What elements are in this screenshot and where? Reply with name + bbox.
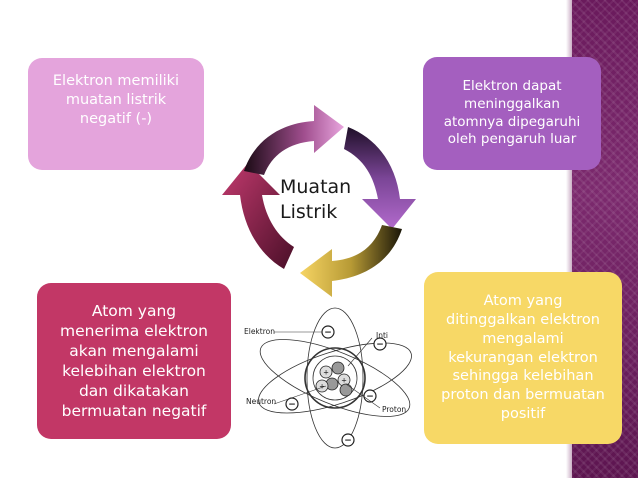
neutron-particle xyxy=(331,361,345,375)
electron-sign: − xyxy=(344,436,352,446)
center-label: Muatan Listrik xyxy=(280,175,351,225)
cycle-arrow-purple xyxy=(344,127,416,229)
atom-orbit-1 xyxy=(258,342,412,414)
electron-particle xyxy=(341,433,355,447)
atom-orbit-2 xyxy=(259,339,411,417)
cycle-arrow-magenta xyxy=(222,163,294,269)
cycle-arrows xyxy=(222,105,416,297)
inti-pointer xyxy=(347,337,373,367)
atom-shell-inner xyxy=(312,355,358,401)
atom-orbit-3 xyxy=(306,307,364,449)
box-elektron-meninggalkan-text: Elektron dapat meninggalkan atomnya dipe… xyxy=(443,78,581,148)
electron-sign: − xyxy=(376,340,384,350)
box-atom-bermuatan-positif: Atom yang ditinggalkan elektron mengalam… xyxy=(424,272,622,444)
box-elektron-negatif-text: Elektron memiliki muatan listrik negatif… xyxy=(52,73,180,127)
electron-sign: − xyxy=(324,328,332,338)
atom-label-elektron: Elektron xyxy=(244,327,275,336)
center-label-line1: Muatan xyxy=(280,176,352,198)
proton-particle xyxy=(315,379,329,393)
proton-sign: + xyxy=(341,377,347,385)
neutron-pointer xyxy=(273,385,327,405)
atom-shell-outer xyxy=(304,347,366,409)
atom-label-proton: Proton xyxy=(382,405,406,414)
proton-sign: + xyxy=(319,383,325,391)
proton-particle xyxy=(319,365,333,379)
cycle-arrow-yellow xyxy=(300,225,402,297)
box-elektron-meninggalkan: Elektron dapat meninggalkan atomnya dipe… xyxy=(423,57,601,170)
electron-sign: − xyxy=(366,392,374,402)
atom-diagram: + + + − − − − − Elektron Inti Neutron Pr… xyxy=(244,307,412,449)
atom-label-inti: Inti xyxy=(376,331,388,340)
box-elektron-negatif: Elektron memiliki muatan listrik negatif… xyxy=(28,58,204,170)
center-label-line2: Listrik xyxy=(280,201,338,224)
cycle-arrow-pink xyxy=(244,105,344,175)
box-atom-bermuatan-negatif: Atom yang menerima elektron akan mengala… xyxy=(37,283,231,439)
box-atom-bermuatan-negatif-text: Atom yang menerima elektron akan mengala… xyxy=(60,301,208,421)
electron-sign: − xyxy=(288,400,296,410)
proton-pointer xyxy=(345,383,381,409)
box-atom-bermuatan-positif-text: Atom yang ditinggalkan elektron mengalam… xyxy=(441,293,605,423)
electron-particle xyxy=(373,337,387,351)
atom-label-neutron: Neutron xyxy=(246,397,276,406)
neutron-particle xyxy=(339,383,353,397)
proton-sign: + xyxy=(323,369,329,377)
